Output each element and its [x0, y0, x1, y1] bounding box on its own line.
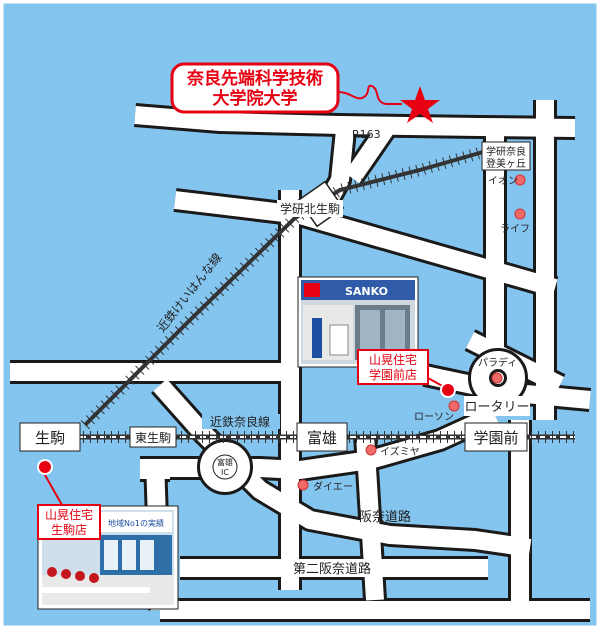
gakken-nara-line1: 学研奈良: [486, 145, 526, 158]
station-label-ikoma: 生駒: [35, 429, 65, 447]
lawson-label: ローソン: [414, 412, 454, 423]
title-line1: 奈良先端科学技術: [186, 68, 323, 89]
shop-ikoma-overlay-line1: 山晃住宅: [45, 507, 93, 522]
daiei-label: ダイエー: [313, 480, 353, 493]
gakuenmae-shop-photo: SANKO: [297, 276, 419, 368]
sanko-sign: SANKO: [345, 285, 388, 298]
shop-ikoma-overlay-line2: 生駒店: [51, 523, 87, 537]
tomio-ic-icon: [212, 454, 238, 480]
paradise-label: パラディ: [478, 356, 517, 369]
label-bg: [464, 396, 530, 416]
route-163-label: R163: [352, 128, 381, 141]
station-ikoma: [19, 422, 81, 452]
life-label: ライフ: [500, 223, 530, 235]
destination-star-icon: [400, 86, 440, 123]
station-label-gakuenmae: 学園前: [473, 429, 518, 447]
ikoma-shop-photo: 地域No1の実績: [37, 505, 179, 610]
ic-line1: 富雄: [217, 457, 233, 467]
station-label-higashi-ikoma: 東生駒: [135, 431, 171, 445]
station-higashi-ikoma: [129, 426, 177, 448]
izumiya-label: イズミヤ: [380, 445, 420, 458]
shop-ikoma-overlay: 山晃住宅 生駒店: [37, 504, 101, 540]
label-bg: [277, 200, 343, 217]
aeon-pin-icon: [514, 174, 526, 186]
nara-line-stations: 生駒 東生駒 富雄 学園前: [19, 422, 528, 452]
station-label-gakken-kita-ikoma: 学研北生駒: [280, 201, 340, 216]
second-hanna-label: 第二阪奈道路: [293, 561, 371, 577]
gakken-nara-line2: 登美ヶ丘: [486, 157, 526, 170]
label-bg: [202, 414, 280, 429]
ikoma-shop-marker-icon: [37, 459, 53, 475]
lawson-pin-icon: [448, 400, 460, 412]
shop-gakuenmae-line2: 学園前店: [369, 367, 417, 382]
daiei-pin-icon: [297, 479, 309, 491]
life-pin-icon: [514, 208, 526, 220]
station-gakken-nara: [481, 141, 531, 171]
station-gakuenmae: [464, 422, 528, 452]
ic-line2: IC: [221, 468, 229, 477]
destination-label: 奈良先端科学技術 大学院大学: [170, 62, 402, 114]
rotary-label: ロータリー: [464, 400, 529, 415]
paradise-pin-icon: [491, 372, 503, 384]
station-tomio: [296, 422, 348, 452]
title-line2: 大学院大学: [213, 88, 298, 109]
izumiya-pin-icon: [365, 444, 377, 456]
shop-gakuenmae: 山晃住宅 学園前店: [357, 349, 456, 398]
shop-gakuenmae-line1: 山晃住宅: [369, 352, 417, 367]
ikoma-banner: 地域No1の実績: [108, 518, 164, 528]
landmark-pins: イオン ライフ パラディ ローソン イズミヤ ダイエー: [297, 174, 530, 493]
gakuenmae-shop-marker-icon: [440, 382, 456, 398]
kintetsu-nara-line-label: 近鉄奈良線: [210, 414, 270, 429]
hanna-road-label: 阪奈道路: [359, 509, 411, 525]
aeon-label: イオン: [488, 175, 518, 187]
station-label-tomio: 富雄: [307, 429, 337, 447]
